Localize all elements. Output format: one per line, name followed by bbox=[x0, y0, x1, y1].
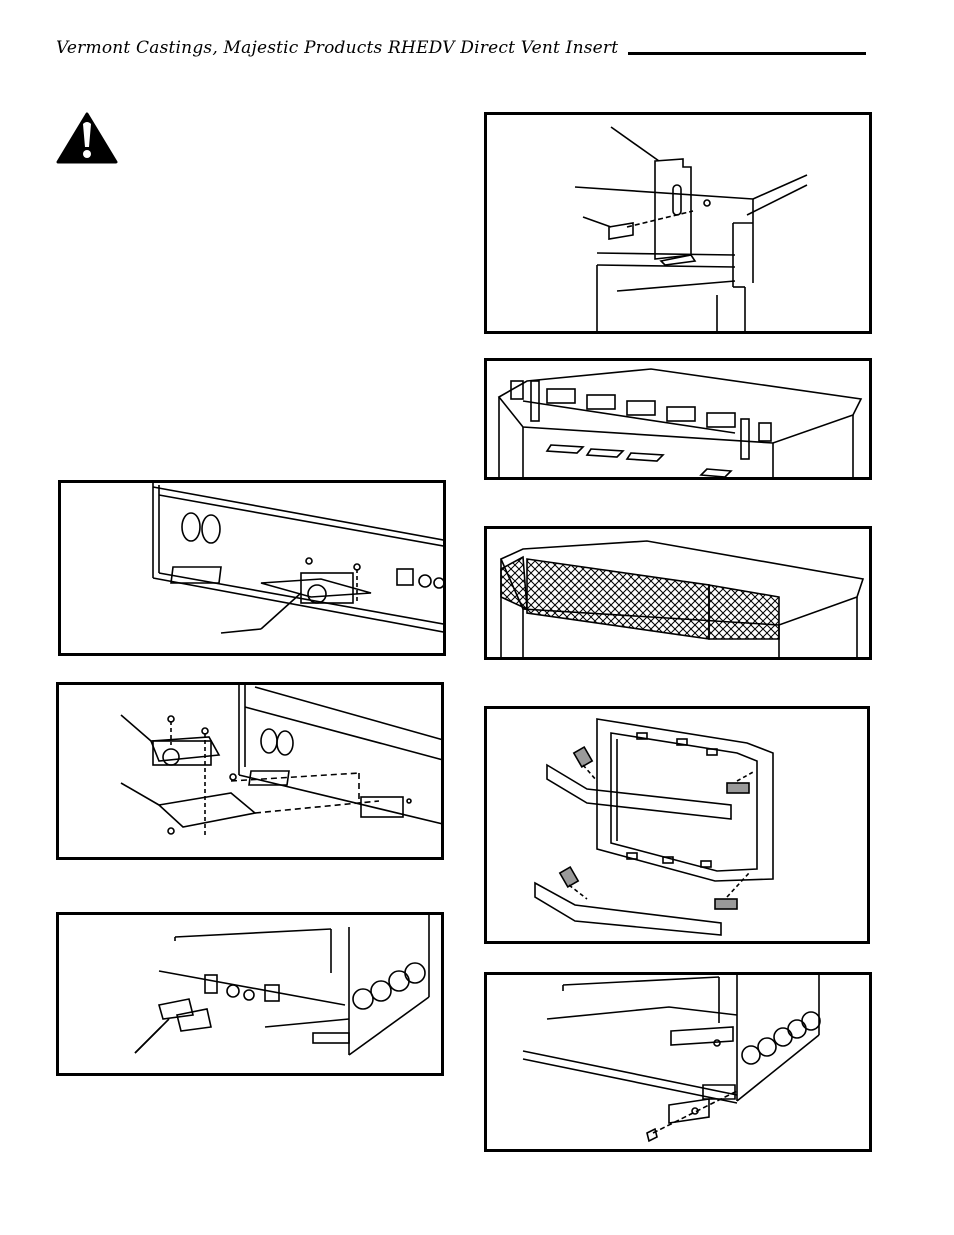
figure-bracket-detail bbox=[484, 112, 872, 334]
figure-receptacle-exploded bbox=[56, 682, 444, 860]
figure-connectors bbox=[56, 912, 444, 1076]
figure-insert-brackets bbox=[484, 358, 872, 480]
header-rule bbox=[628, 52, 866, 55]
header-title: Vermont Castings, Majestic Products RHED… bbox=[56, 38, 619, 58]
figure-receptacle-location bbox=[58, 480, 446, 656]
figure-bottom-bracket bbox=[484, 972, 872, 1152]
figure-trim-frame bbox=[484, 706, 870, 944]
warning-triangle-icon bbox=[56, 112, 118, 164]
figure-insert-grille bbox=[484, 526, 872, 660]
